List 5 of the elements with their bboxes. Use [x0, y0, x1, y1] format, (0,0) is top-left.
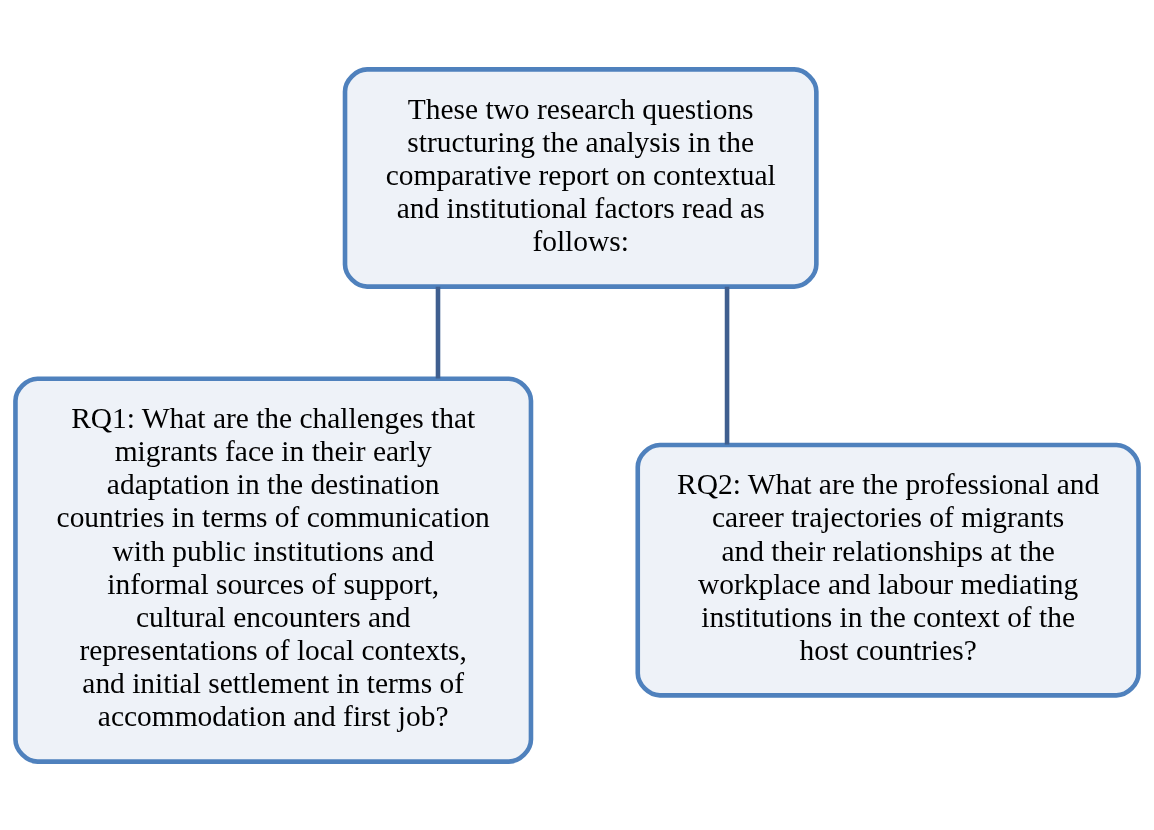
node-box: These two research questions structuring the analysis in the comparative report on contextual and institutional factors read as follows: [342, 66, 819, 289]
connector [724, 286, 730, 445]
node-box: RQ1: What are the challenges that migrants face in their early adaptation in the destination countries in terms of communication with public institutions and informal sources of support, cultural encounters and representations of local contexts, and initial settlement in terms of accommodation and first job? [13, 375, 534, 764]
connector [435, 286, 441, 378]
node-box: RQ2: What are the professional and career trajectories of migrants and their relationships at the workplace and labour mediating institutions in the context of the host countries? [635, 442, 1141, 698]
